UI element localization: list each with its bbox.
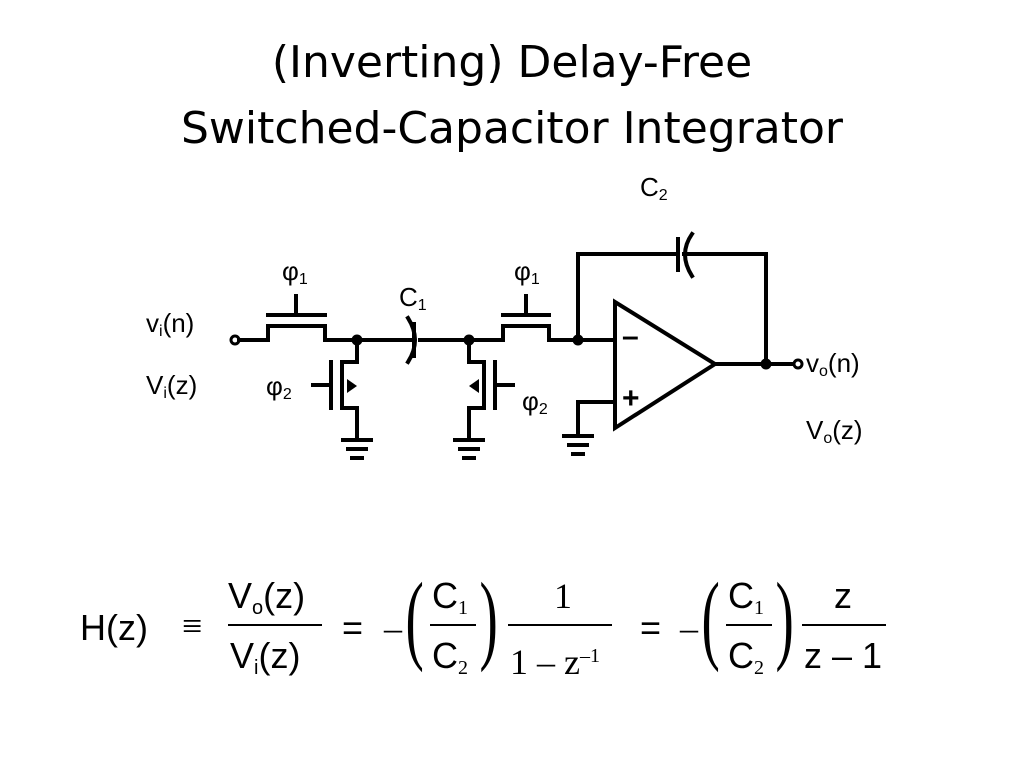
eq-minus-2: – — [680, 608, 698, 648]
c2-label: C2 — [640, 172, 668, 204]
junction-minus — [572, 334, 584, 346]
junction-output — [760, 358, 772, 370]
eq-fraction2-denominator: 1 – z–1 — [510, 642, 600, 682]
opamp-minus-sign: – — [622, 320, 639, 353]
eq-fraction2-bar — [508, 624, 612, 626]
switch-phi1-left — [266, 294, 327, 342]
eq-fraction1-denominator: Vi(z) — [230, 635, 301, 680]
eq-lhs: H(z) — [80, 607, 148, 648]
output-z-label: Vo(z) — [806, 415, 863, 447]
eq-minus-1: – — [384, 608, 402, 648]
wire-plus-ground — [576, 400, 617, 438]
eq-paren-close-2: ) — [775, 562, 794, 673]
c1-label: C1 — [399, 282, 427, 314]
arrow-right-switch — [469, 379, 479, 393]
capacitor-c1 — [400, 315, 471, 365]
eq-paren-open-1: ( — [405, 562, 424, 673]
eq-fraction2-numerator: 1 — [554, 576, 572, 616]
eq-ratio2-numerator: C1 — [728, 575, 764, 620]
phi1-left-label: φ1 — [282, 256, 308, 288]
transfer-function-equation: H(z) ≡ Vo(z) Vi(z) = – ( C1 C2 ) 1 1 – z… — [80, 566, 980, 696]
slide-title: (Inverting) Delay-Free Switched-Capacito… — [0, 30, 1024, 162]
phi2-left-label: φ2 — [266, 371, 292, 403]
title-line-2: Switched-Capacitor Integrator — [180, 103, 844, 154]
switch-phi1-right — [501, 294, 551, 342]
eq-ratio2-bar — [726, 624, 772, 626]
eq-ratio1-numerator: C1 — [432, 575, 468, 620]
eq-ratio1-bar — [430, 624, 476, 626]
arrow-left-switch — [347, 379, 357, 393]
junction-node-b — [463, 334, 475, 346]
eq-ratio1-denominator: C2 — [432, 635, 468, 680]
opamp — [613, 298, 719, 432]
ground-left — [341, 438, 373, 460]
eq-paren-close-1: ) — [479, 562, 498, 673]
title-line-1: (Inverting) Delay-Free — [271, 37, 753, 88]
ground-opamp — [562, 434, 594, 456]
eq-equiv-sign: ≡ — [182, 606, 203, 646]
switch-phi2-right — [467, 338, 515, 442]
opamp-plus-sign: + — [622, 382, 640, 415]
eq-equals-1: = — [342, 607, 364, 648]
input-z-label: Vi(z) — [146, 370, 198, 402]
phi2-right-label: φ2 — [522, 386, 548, 418]
eq-fraction1-numerator: Vo(z) — [228, 575, 306, 620]
eq-fraction3-numerator: z — [834, 575, 852, 616]
phi1-right-label: φ1 — [514, 256, 540, 288]
eq-fraction3-bar — [802, 624, 886, 626]
junction-node-a — [351, 334, 363, 346]
eq-equals-2: = — [640, 607, 662, 648]
eq-fraction3-denominator: z – 1 — [804, 635, 883, 676]
output-time-label: vo(n) — [806, 348, 860, 380]
switch-phi2-left — [311, 338, 359, 442]
eq-ratio2-denominator: C2 — [728, 635, 764, 680]
ground-middle — [453, 438, 485, 460]
feedback-c2 — [576, 231, 768, 366]
eq-fraction1-bar — [228, 624, 322, 626]
eq-paren-open-2: ( — [701, 562, 720, 673]
input-time-label: vi(n) — [146, 308, 195, 340]
output-terminal — [792, 358, 804, 370]
